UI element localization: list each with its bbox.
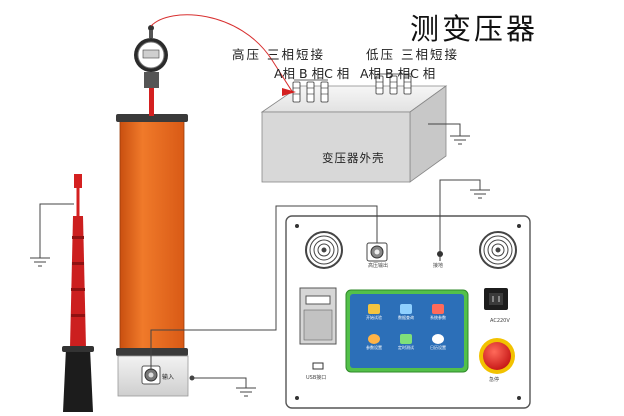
app-system-params[interactable]: 系统参数 — [428, 304, 448, 321]
app-label: 系统参数 — [430, 315, 446, 320]
app-data-query[interactable]: 数据查询 — [396, 304, 416, 321]
hv-short-label: 高压 三相短接 — [232, 47, 325, 62]
discharge-rod — [62, 174, 94, 412]
fan-left — [305, 231, 343, 269]
fan-right — [479, 231, 517, 269]
lv-phase-labels: A相 B 相C 相 — [360, 66, 436, 81]
power-socket-label: AC220V — [490, 318, 510, 324]
ground-terminal-label: 接地 — [433, 263, 444, 269]
app-start-test[interactable]: 开始试验 — [364, 304, 384, 321]
app-label: 日历设置 — [430, 345, 446, 350]
app-param-settings[interactable]: 参数设置 — [364, 334, 384, 351]
generator-ground-wire — [189, 375, 256, 397]
app-label: 定时测试 — [398, 345, 414, 350]
hv-generator — [116, 25, 189, 397]
page-title: 测变压器 — [410, 12, 539, 46]
hv-phase-labels: A相 B 相C 相 — [274, 66, 350, 81]
generator-input-label: 输入 — [162, 374, 175, 381]
usb-port-label: USB接口 — [306, 375, 327, 381]
touch-screen[interactable]: 开始试验 数据查询 系统参数 参数设置 定时测试 日历设置 — [350, 294, 464, 368]
emergency-stop-label: 急停 — [489, 377, 500, 383]
app-label: 开始试验 — [366, 315, 382, 320]
rod-ground-wire — [30, 203, 74, 267]
app-label: 参数设置 — [366, 345, 382, 350]
transformer-shell-label: 变压器外壳 — [322, 151, 385, 165]
app-timed-test[interactable]: 定时测试 — [396, 334, 416, 351]
console-ground-wire — [439, 179, 490, 251]
hv-output-label: 高压输出 — [368, 263, 389, 269]
transformer — [260, 73, 448, 183]
app-label: 数据查询 — [398, 315, 414, 320]
app-calendar[interactable]: 日历设置 — [428, 334, 448, 351]
transformer-ground-wire — [428, 123, 470, 145]
generator-to-console-wire — [150, 205, 378, 370]
lv-short-label: 低压 三相短接 — [366, 47, 459, 62]
